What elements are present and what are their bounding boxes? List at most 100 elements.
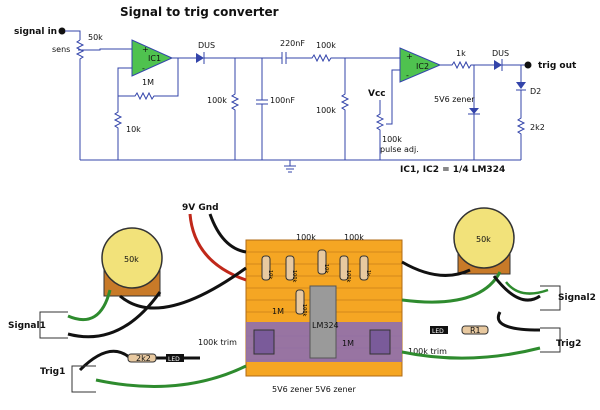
ic2-label: IC2 bbox=[416, 62, 429, 71]
cap-100n bbox=[256, 58, 268, 160]
r-100k-shunt1 bbox=[230, 58, 240, 160]
r-100k-shunt2 bbox=[340, 58, 350, 160]
pulse-wiper bbox=[386, 69, 400, 125]
trimmer-right[interactable] bbox=[369, 329, 391, 355]
zener-bottom-label: 5V6 zener 5V6 zener bbox=[272, 385, 356, 394]
board-resistor bbox=[261, 255, 271, 281]
led-d2 bbox=[516, 82, 526, 89]
ic2-minus: - bbox=[406, 71, 409, 80]
r-2k2-label: 2k2 bbox=[530, 123, 545, 132]
board-resistor bbox=[317, 249, 327, 275]
board-resistor bbox=[295, 289, 305, 315]
input-terminal bbox=[58, 27, 66, 35]
wire-signal1-green bbox=[67, 289, 112, 322]
r-1k bbox=[440, 60, 494, 70]
r-1m-left-label: 1M bbox=[272, 307, 284, 316]
sens-pot-value: 50k bbox=[88, 33, 103, 42]
ic2-opamp bbox=[399, 47, 442, 83]
pulse-pot bbox=[375, 100, 385, 160]
ic1-opamp bbox=[131, 39, 174, 77]
r-100k-shunt2-label: 100k bbox=[316, 106, 336, 115]
jack-trig2[interactable] bbox=[540, 327, 561, 353]
pulse-adj-label: pulse adj. bbox=[380, 145, 419, 154]
r-10k bbox=[113, 96, 123, 160]
power-label: 9V Gnd bbox=[182, 203, 219, 213]
led-board bbox=[166, 354, 184, 362]
ic1-minus: - bbox=[142, 64, 145, 73]
r-2k2 bbox=[516, 89, 526, 160]
r1-board-label: R1 bbox=[470, 326, 481, 335]
signal2-label: Signal2 bbox=[558, 293, 596, 303]
board-resistor-label: 100k bbox=[345, 270, 351, 283]
pot-right[interactable] bbox=[453, 207, 515, 269]
board-resistor-label: 100k bbox=[291, 270, 297, 283]
trig2-label: Trig2 bbox=[556, 339, 581, 349]
ic1-label: IC1 bbox=[148, 54, 161, 63]
wire-trig1-green bbox=[95, 364, 247, 388]
wire-pot-left-black bbox=[119, 266, 247, 310]
trimmer-left[interactable] bbox=[253, 329, 275, 355]
jack-signal2[interactable] bbox=[540, 285, 561, 311]
led-label: D2 bbox=[530, 87, 541, 96]
diode2 bbox=[494, 60, 502, 70]
ic2-plus: + bbox=[406, 52, 413, 61]
sens-to-ic1 bbox=[84, 48, 135, 51]
wire-pot-right-black bbox=[401, 260, 471, 277]
lm324-chip bbox=[309, 285, 337, 359]
r-top-left-label: 100k bbox=[296, 233, 316, 242]
r-100k-shunt1-label: 100k bbox=[207, 96, 227, 105]
trim-right-label: 100k trim bbox=[408, 347, 447, 356]
sens-pot bbox=[75, 39, 85, 160]
cap-220n bbox=[281, 52, 287, 64]
r-100k-series bbox=[286, 53, 400, 63]
r-2k2-board bbox=[127, 353, 157, 363]
pot-left[interactable] bbox=[101, 227, 163, 289]
r-1k-label: 1k bbox=[456, 49, 466, 58]
trig1-label: Trig1 bbox=[40, 367, 65, 377]
pot-right-value: 50k bbox=[476, 235, 491, 244]
led-right-label: LED bbox=[432, 328, 444, 335]
r-10k-label: 10k bbox=[126, 125, 141, 134]
output-terminal bbox=[524, 61, 532, 69]
pot-left-value: 50k bbox=[124, 255, 139, 264]
board-resistor bbox=[339, 255, 349, 281]
trim-left-label: 100k trim bbox=[198, 338, 237, 347]
board-resistor bbox=[359, 255, 369, 281]
board-resistor-label: 10k bbox=[267, 270, 273, 279]
pulse-pot-value: 100k bbox=[382, 135, 402, 144]
input-label: signal in bbox=[14, 27, 57, 37]
diode1-label: DUS bbox=[198, 41, 215, 50]
wire-trig2-green bbox=[401, 346, 541, 360]
led-board-label: LED bbox=[168, 356, 180, 363]
input-wire bbox=[65, 30, 81, 40]
wire-signal1-black bbox=[67, 291, 162, 339]
jack-signal1[interactable] bbox=[39, 311, 68, 339]
sens-label: sens bbox=[52, 45, 70, 54]
output-label: trig out bbox=[538, 61, 577, 71]
wire-signal2-green bbox=[505, 281, 549, 295]
diode2-bar bbox=[501, 59, 525, 71]
schematic-title: Signal to trig converter bbox=[120, 5, 279, 19]
feedback-resistor bbox=[118, 58, 179, 101]
board-resistor-label: 10k bbox=[323, 264, 329, 273]
jack-trig1[interactable] bbox=[71, 365, 96, 393]
led-right bbox=[430, 326, 448, 334]
ic1-neg-wire bbox=[117, 67, 132, 96]
r-feedback-label: 1M bbox=[142, 78, 154, 87]
wire-black-gnd bbox=[208, 213, 247, 254]
wire-signal2-black bbox=[492, 275, 541, 302]
r-top-right-label: 100k bbox=[344, 233, 364, 242]
r-100k-series-label: 100k bbox=[316, 41, 336, 50]
diode1 bbox=[196, 53, 204, 63]
r1-board bbox=[461, 325, 489, 335]
chip-label: LM324 bbox=[312, 321, 339, 330]
cap-220n-label: 220nF bbox=[280, 39, 305, 48]
vcc-label: Vcc bbox=[368, 89, 386, 99]
zener-diode bbox=[469, 108, 479, 114]
wire-trig2-black bbox=[496, 311, 541, 332]
r-2k2-board-label: 2k2 bbox=[136, 354, 151, 363]
r-1m-right-label: 1M bbox=[342, 339, 354, 348]
diode2-label: DUS bbox=[492, 49, 509, 58]
